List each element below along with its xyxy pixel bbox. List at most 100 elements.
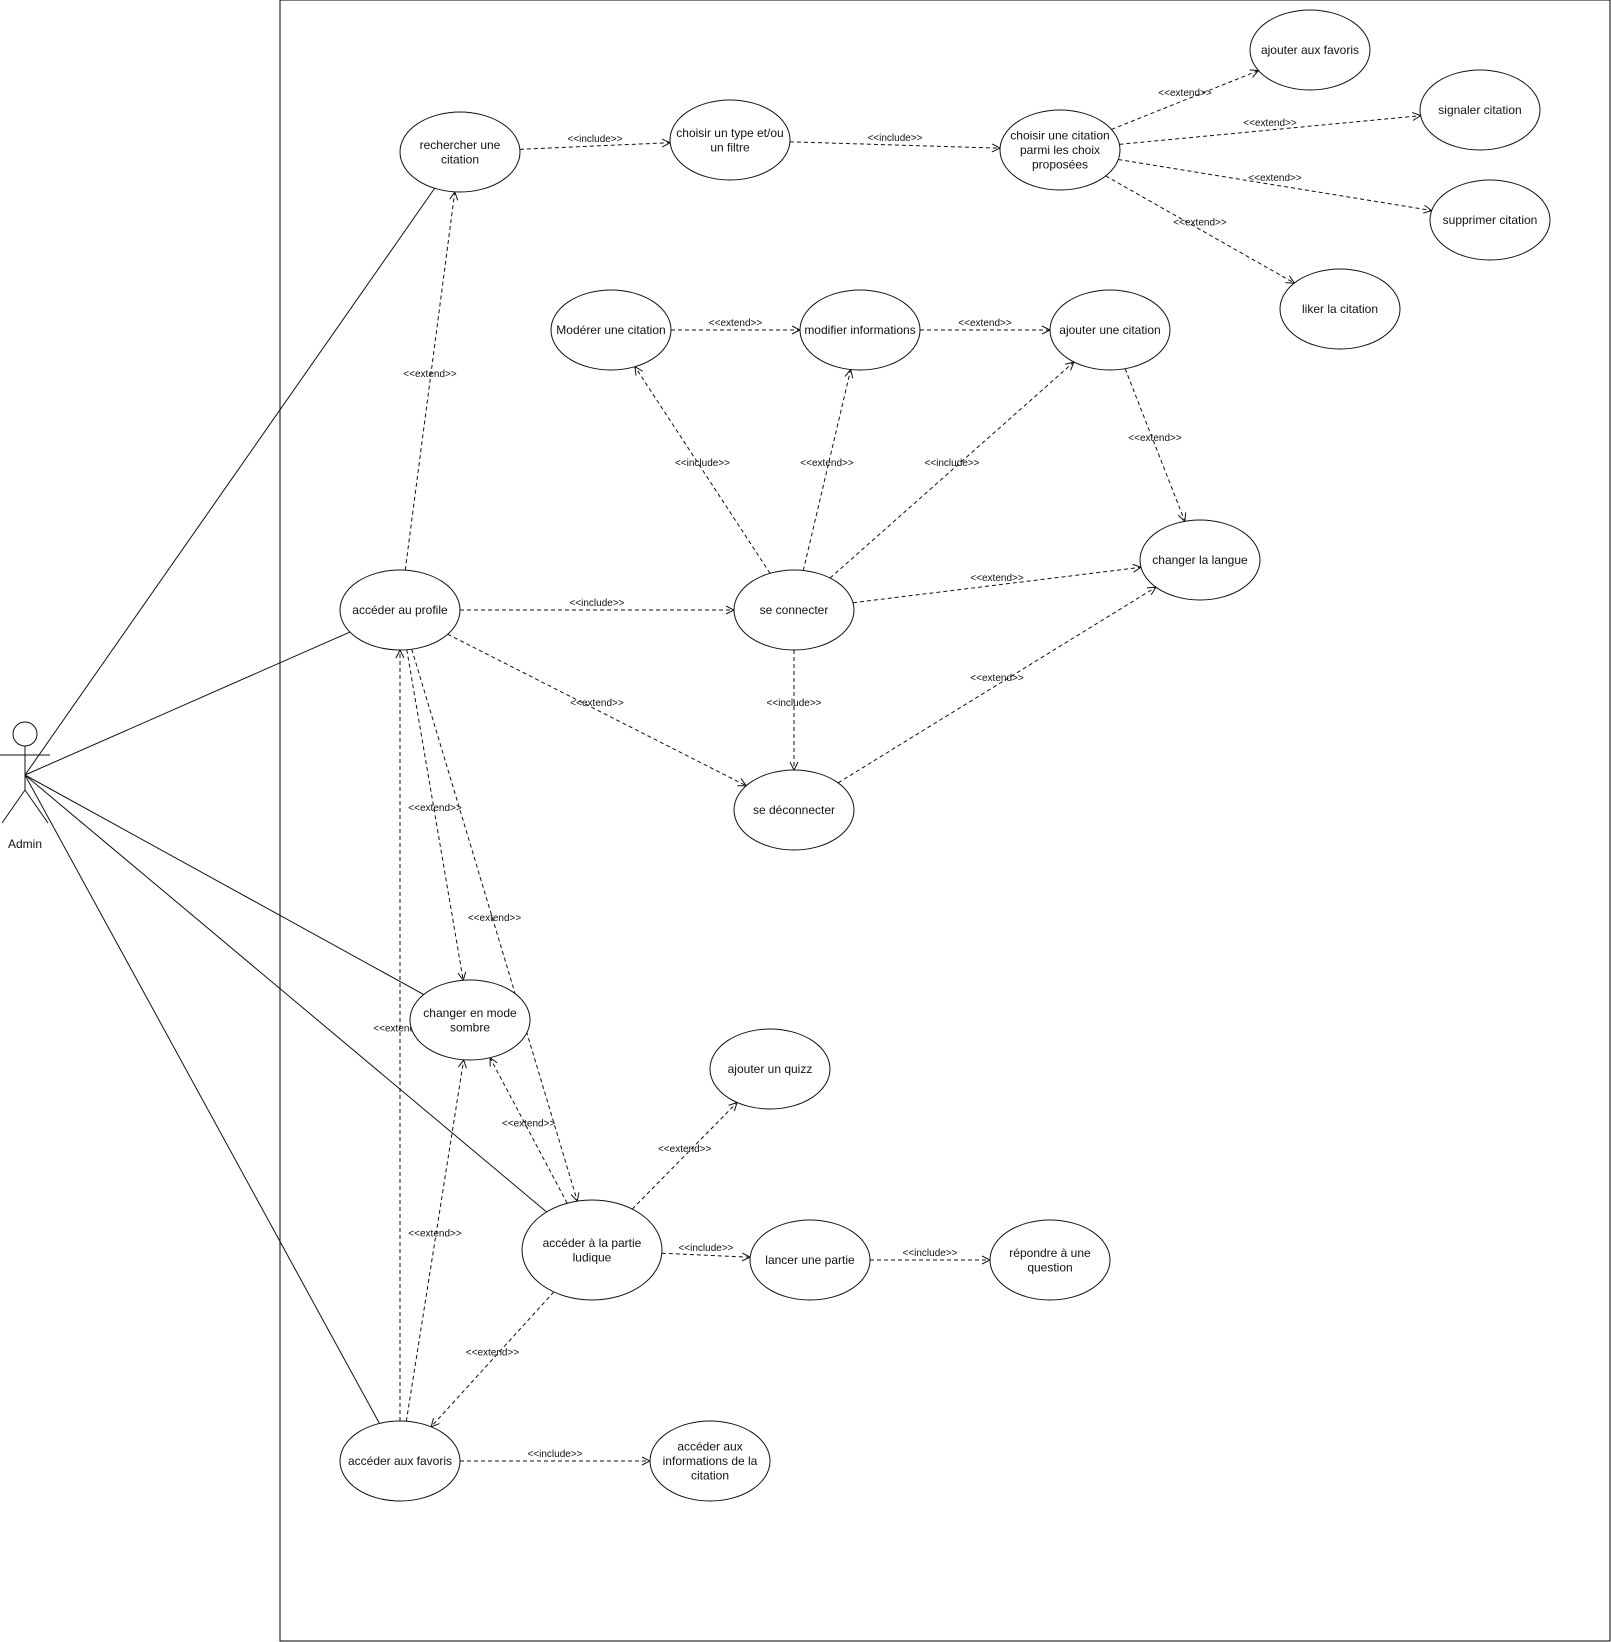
use-case-label: se connecter: [760, 603, 829, 617]
relation-label: <<extend>>: [970, 573, 1024, 584]
use-case-supprimer[interactable]: supprimer citation: [1429, 179, 1551, 261]
use-case-ellipse: [989, 1219, 1111, 1301]
use-case-label: Modérer une citation: [556, 323, 665, 337]
use-case-label: liker la citation: [1302, 302, 1378, 316]
use-case-favoris_add[interactable]: ajouter aux favoris: [1249, 9, 1371, 91]
relation-arrow-deconnecter-langue: [837, 587, 1156, 784]
use-case-label: ludique: [573, 1250, 612, 1264]
relation-label: <<extend>>: [1128, 433, 1182, 444]
use-case-ellipse: [409, 979, 531, 1061]
relation-label: <<extend>>: [1243, 118, 1297, 129]
relation-arrow-choisir_citation-supprimer: [1118, 158, 1431, 210]
use-case-label: proposées: [1032, 158, 1088, 172]
use-case-ellipse: [709, 1028, 831, 1110]
relation-label: <<extend>>: [468, 913, 522, 924]
relation-label: <<include>>: [867, 133, 922, 144]
use-case-moderer[interactable]: Modérer une citation: [550, 289, 672, 371]
use-case-label: accéder aux: [677, 1440, 742, 1454]
use-case-signaler[interactable]: signaler citation: [1419, 69, 1541, 151]
use-case-label: ajouter un quizz: [728, 1062, 813, 1076]
use-case-label: accéder aux favoris: [348, 1454, 452, 1468]
relation-arrow-ludique-favoris: [431, 1291, 555, 1427]
relation-label: <<extend>>: [958, 318, 1012, 329]
actor-left-leg: [1, 789, 26, 824]
use-case-label: changer en mode: [423, 1006, 517, 1020]
use-case-label: répondre à une: [1009, 1246, 1091, 1260]
relation-label: <<extend>>: [403, 369, 457, 380]
use-case-label: question: [1027, 1260, 1072, 1274]
relation-label: <<extend>>: [502, 1118, 556, 1129]
use-case-label: accéder au profile: [352, 603, 448, 617]
use-case-ellipse: [669, 99, 791, 181]
use-case-label: sombre: [450, 1020, 490, 1034]
use-case-partie[interactable]: lancer une partie: [749, 1219, 871, 1301]
use-case-ellipse: [733, 769, 855, 851]
use-case-label: se déconnecter: [753, 803, 835, 817]
use-case-ellipse: [521, 1199, 663, 1301]
relation-arrow-ludique-sombre: [490, 1058, 568, 1204]
actor-head: [12, 721, 38, 747]
use-case-label: citation: [691, 1469, 729, 1483]
use-case-ellipse: [339, 569, 461, 651]
use-case-label: signaler citation: [1438, 103, 1521, 117]
relation-arrow-connecter-modifier: [802, 370, 850, 571]
relation-arrow-profile-ludique: [411, 649, 578, 1201]
use-case-label: ajouter une citation: [1059, 323, 1160, 337]
use-case-ellipse: [339, 1420, 461, 1502]
use-case-connecter[interactable]: se connecter: [733, 569, 855, 651]
relation-label: <<include>>: [902, 1248, 957, 1259]
use-case-ellipse: [999, 109, 1121, 191]
use-case-ellipse: [1419, 69, 1541, 151]
relationship-lines: <<include>> <<include>> <<extend>> <<extend…: [373, 71, 1431, 1461]
use-case-label: choisir un type et/ou: [676, 126, 783, 140]
relation-label: <<include>>: [678, 1243, 733, 1254]
association-lines: [24, 187, 547, 1424]
relation-arrow-ajouter_citation-langue: [1124, 368, 1185, 522]
use-case-favoris[interactable]: accéder aux favoris: [339, 1420, 461, 1502]
association-ludique: [24, 774, 547, 1213]
actor-label: Admin: [8, 837, 42, 851]
use-case-ellipse: [749, 1219, 871, 1301]
use-case-langue[interactable]: changer la langue: [1139, 519, 1261, 601]
use-case-deconnecter[interactable]: se déconnecter: [733, 769, 855, 851]
relation-arrow-connecter-ajouter_citation: [829, 362, 1074, 579]
relation-label: <<extend>>: [1173, 218, 1227, 229]
use-case-profile[interactable]: accéder au profile: [339, 569, 461, 651]
use-case-label: choisir une citation: [1010, 129, 1109, 143]
use-case-label: citation: [441, 152, 479, 166]
use-case-ellipse: [799, 289, 921, 371]
use-case-ellipse: [1139, 519, 1261, 601]
relation-label: <<extend>>: [373, 1024, 427, 1035]
relation-label: <<extend>>: [408, 1229, 462, 1240]
system-boundary: [279, 0, 1611, 1642]
association-favoris: [24, 774, 380, 1424]
relation-label: <<include>>: [924, 458, 979, 469]
relation-arrow-ludique-quizz: [631, 1102, 737, 1210]
relation-label: <<extend>>: [970, 673, 1024, 684]
use-case-ellipse: [550, 289, 672, 371]
relation-arrow-profile-deconnecter: [447, 633, 747, 786]
use-case-ellipse: [1049, 289, 1171, 371]
relation-label: <<include>>: [567, 134, 622, 145]
use-case-quizz[interactable]: ajouter un quizz: [709, 1028, 831, 1110]
use-case-label: un filtre: [710, 140, 750, 154]
use-case-label: informations de la: [663, 1454, 758, 1468]
use-case-modifier[interactable]: modifier informations: [799, 289, 921, 371]
relation-arrow-choisir_citation-favoris_add: [1111, 71, 1258, 130]
actor-admin[interactable]: Admin: [0, 721, 50, 851]
association-rechercher: [24, 187, 436, 776]
relation-arrow-choisir_citation-signaler: [1119, 116, 1420, 145]
use-case-label: lancer une partie: [765, 1253, 855, 1267]
use-case-ajouter_citation[interactable]: ajouter une citation: [1049, 289, 1171, 371]
relation-label: <<extend>>: [658, 1144, 712, 1155]
use-case-liker[interactable]: liker la citation: [1279, 268, 1401, 350]
